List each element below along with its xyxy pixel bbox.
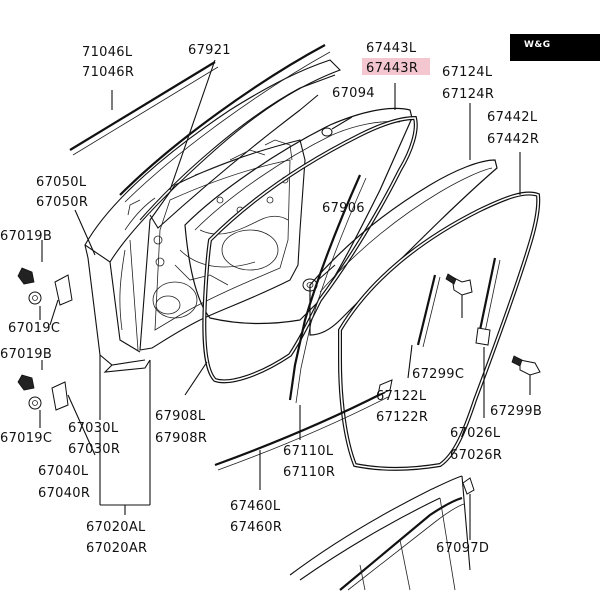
- channel-67122: [407, 274, 441, 379]
- label-67442R: 67442R: [487, 132, 539, 147]
- label-67040L: 67040L: [38, 464, 89, 479]
- label-67110L: 67110L: [283, 444, 334, 459]
- brand-badge-text: W&G: [524, 40, 551, 50]
- label-67020AL: 67020AL: [86, 520, 146, 535]
- label-67908R: 67908R: [155, 431, 207, 446]
- label-67020AR: 67020AR: [86, 541, 147, 556]
- channel-67921: [119, 44, 331, 203]
- label-67050R: 67050R: [36, 195, 88, 210]
- outer-weatherstrip-67442: [338, 152, 541, 471]
- label-67040R: 67040R: [38, 486, 90, 501]
- label-71046L: 71046L: [82, 45, 133, 60]
- label-67908L: 67908L: [155, 409, 206, 424]
- label-67299C: 67299C: [412, 367, 464, 382]
- label-67460L: 67460L: [230, 499, 281, 514]
- label-67443R: 67443R: [366, 61, 418, 76]
- brand-badge: [510, 34, 600, 61]
- label-67026R: 67026R: [450, 448, 502, 463]
- label-67097D: 67097D: [436, 541, 489, 556]
- rear-channel-67026: [475, 257, 501, 418]
- window-glass-67443: [184, 83, 413, 325]
- label-67019C-b: 67019C: [0, 431, 52, 446]
- bolts-67019: [17, 240, 43, 428]
- label-67906: 67906: [322, 201, 365, 216]
- label-67030R: 67030R: [68, 442, 120, 457]
- label-67124R: 67124R: [442, 87, 494, 102]
- label-71046R: 71046R: [82, 65, 134, 80]
- clip-67094: [321, 116, 353, 137]
- label-67299B: 67299B: [490, 404, 542, 419]
- weatherstrip-67908: [184, 115, 418, 396]
- label-67019C-a: 67019C: [8, 321, 60, 336]
- highlight-67443R: [362, 58, 430, 75]
- hinges-67030-67040: [49, 209, 151, 515]
- label-67019B-a: 67019B: [0, 229, 52, 244]
- label-67443L: 67443L: [366, 41, 417, 56]
- drip-molding-67460: [214, 379, 393, 490]
- label-67050L: 67050L: [36, 175, 87, 190]
- label-67460R: 67460R: [230, 520, 282, 535]
- label-67122L: 67122L: [376, 389, 427, 404]
- label-67030L: 67030L: [68, 421, 119, 436]
- label-67122R: 67122R: [376, 410, 428, 425]
- door-shell: [84, 59, 341, 373]
- bolt-67299B: [511, 355, 541, 395]
- label-67921: 67921: [188, 43, 231, 58]
- label-67094: 67094: [332, 86, 375, 101]
- label-67124L: 67124L: [442, 65, 493, 80]
- belt-molding-71046: [69, 61, 219, 156]
- label-67019B-b: 67019B: [0, 347, 52, 362]
- part-labels: 71046L 71046R 67921 67443L 67443R 67124L…: [0, 41, 542, 556]
- label-67442L: 67442L: [487, 110, 538, 125]
- glass-run-67124: [309, 103, 498, 336]
- lower-door-67097D: [289, 475, 475, 591]
- label-67110R: 67110R: [283, 465, 335, 480]
- label-67026L: 67026L: [450, 426, 501, 441]
- sash-67110: [288, 174, 367, 440]
- bolt-67299C: [445, 273, 473, 318]
